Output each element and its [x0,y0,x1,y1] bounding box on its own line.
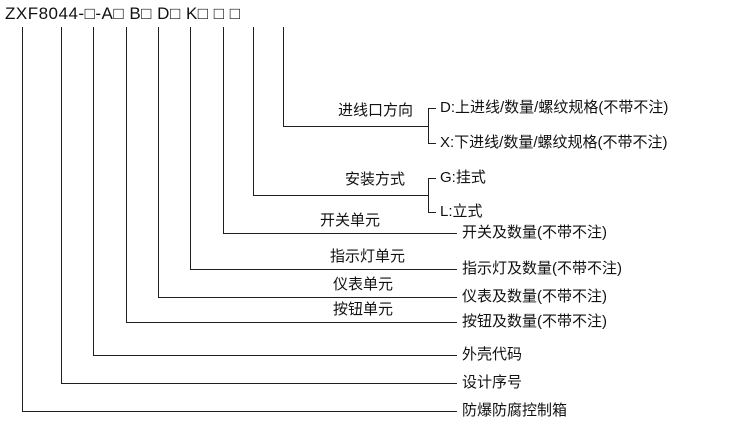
shell-code-callout-line-h [93,355,457,356]
button-unit-label: 按钮单元 [333,301,394,318]
inlet-callout-line-h [283,126,428,127]
inlet-option-down: X:下进线/数量/螺纹规格(不带不注) [440,134,668,151]
inlet-callout-line-v [283,27,284,126]
inlet-brace-line-v [428,108,429,144]
switch-unit-callout-line-h [223,233,457,234]
meter-unit-desc: 仪表及数量(不带不注) [462,288,607,305]
design-serial-callout-line-v [61,27,62,383]
button-unit-desc: 按钮及数量(不带不注) [462,313,607,330]
product-callout-line-h [22,411,457,412]
switch-unit-label: 开关单元 [320,212,381,229]
shell-code-label: 外壳代码 [462,346,523,363]
meter-unit-label: 仪表单元 [333,276,394,293]
button-unit-callout-line-v [126,27,127,322]
switch-unit-desc: 开关及数量(不带不注) [462,224,607,241]
mounting-brace-line-v [428,178,429,213]
product-callout-line-v [22,27,23,411]
inlet-option-up: D:上进线/数量/螺纹规格(不带不注) [440,99,669,116]
mounting-brace-tick-bottom [428,212,436,213]
mounting-option-standing: L:立式 [440,203,483,220]
switch-unit-callout-line-v [223,27,224,233]
model-code: ZXF8044-□-A□ B□ D□ K□ □ □ [5,4,241,23]
shell-code-callout-line-v [93,27,94,355]
inlet-brace-tick-top [428,108,436,109]
design-serial-label: 设计序号 [462,374,523,391]
meter-unit-callout-line-h [158,297,457,298]
meter-unit-callout-line-v [158,27,159,297]
product-label: 防爆防腐控制箱 [462,402,568,419]
mounting-option-hanging: G:挂式 [440,169,486,186]
mounting-callout-line-v [253,27,254,195]
indicator-unit-desc: 指示灯及数量(不带不注) [462,260,622,277]
mounting-label: 安装方式 [345,171,406,188]
button-unit-callout-line-h [126,322,457,323]
indicator-unit-callout-line-h [190,269,457,270]
mounting-brace-tick-top [428,178,436,179]
inlet-direction-label: 进线口方向 [338,102,414,119]
inlet-brace-tick-bottom [428,143,436,144]
mounting-callout-line-h [253,195,428,196]
indicator-unit-callout-line-v [190,27,191,269]
indicator-unit-label: 指示灯单元 [330,248,406,265]
design-serial-callout-line-h [61,383,457,384]
